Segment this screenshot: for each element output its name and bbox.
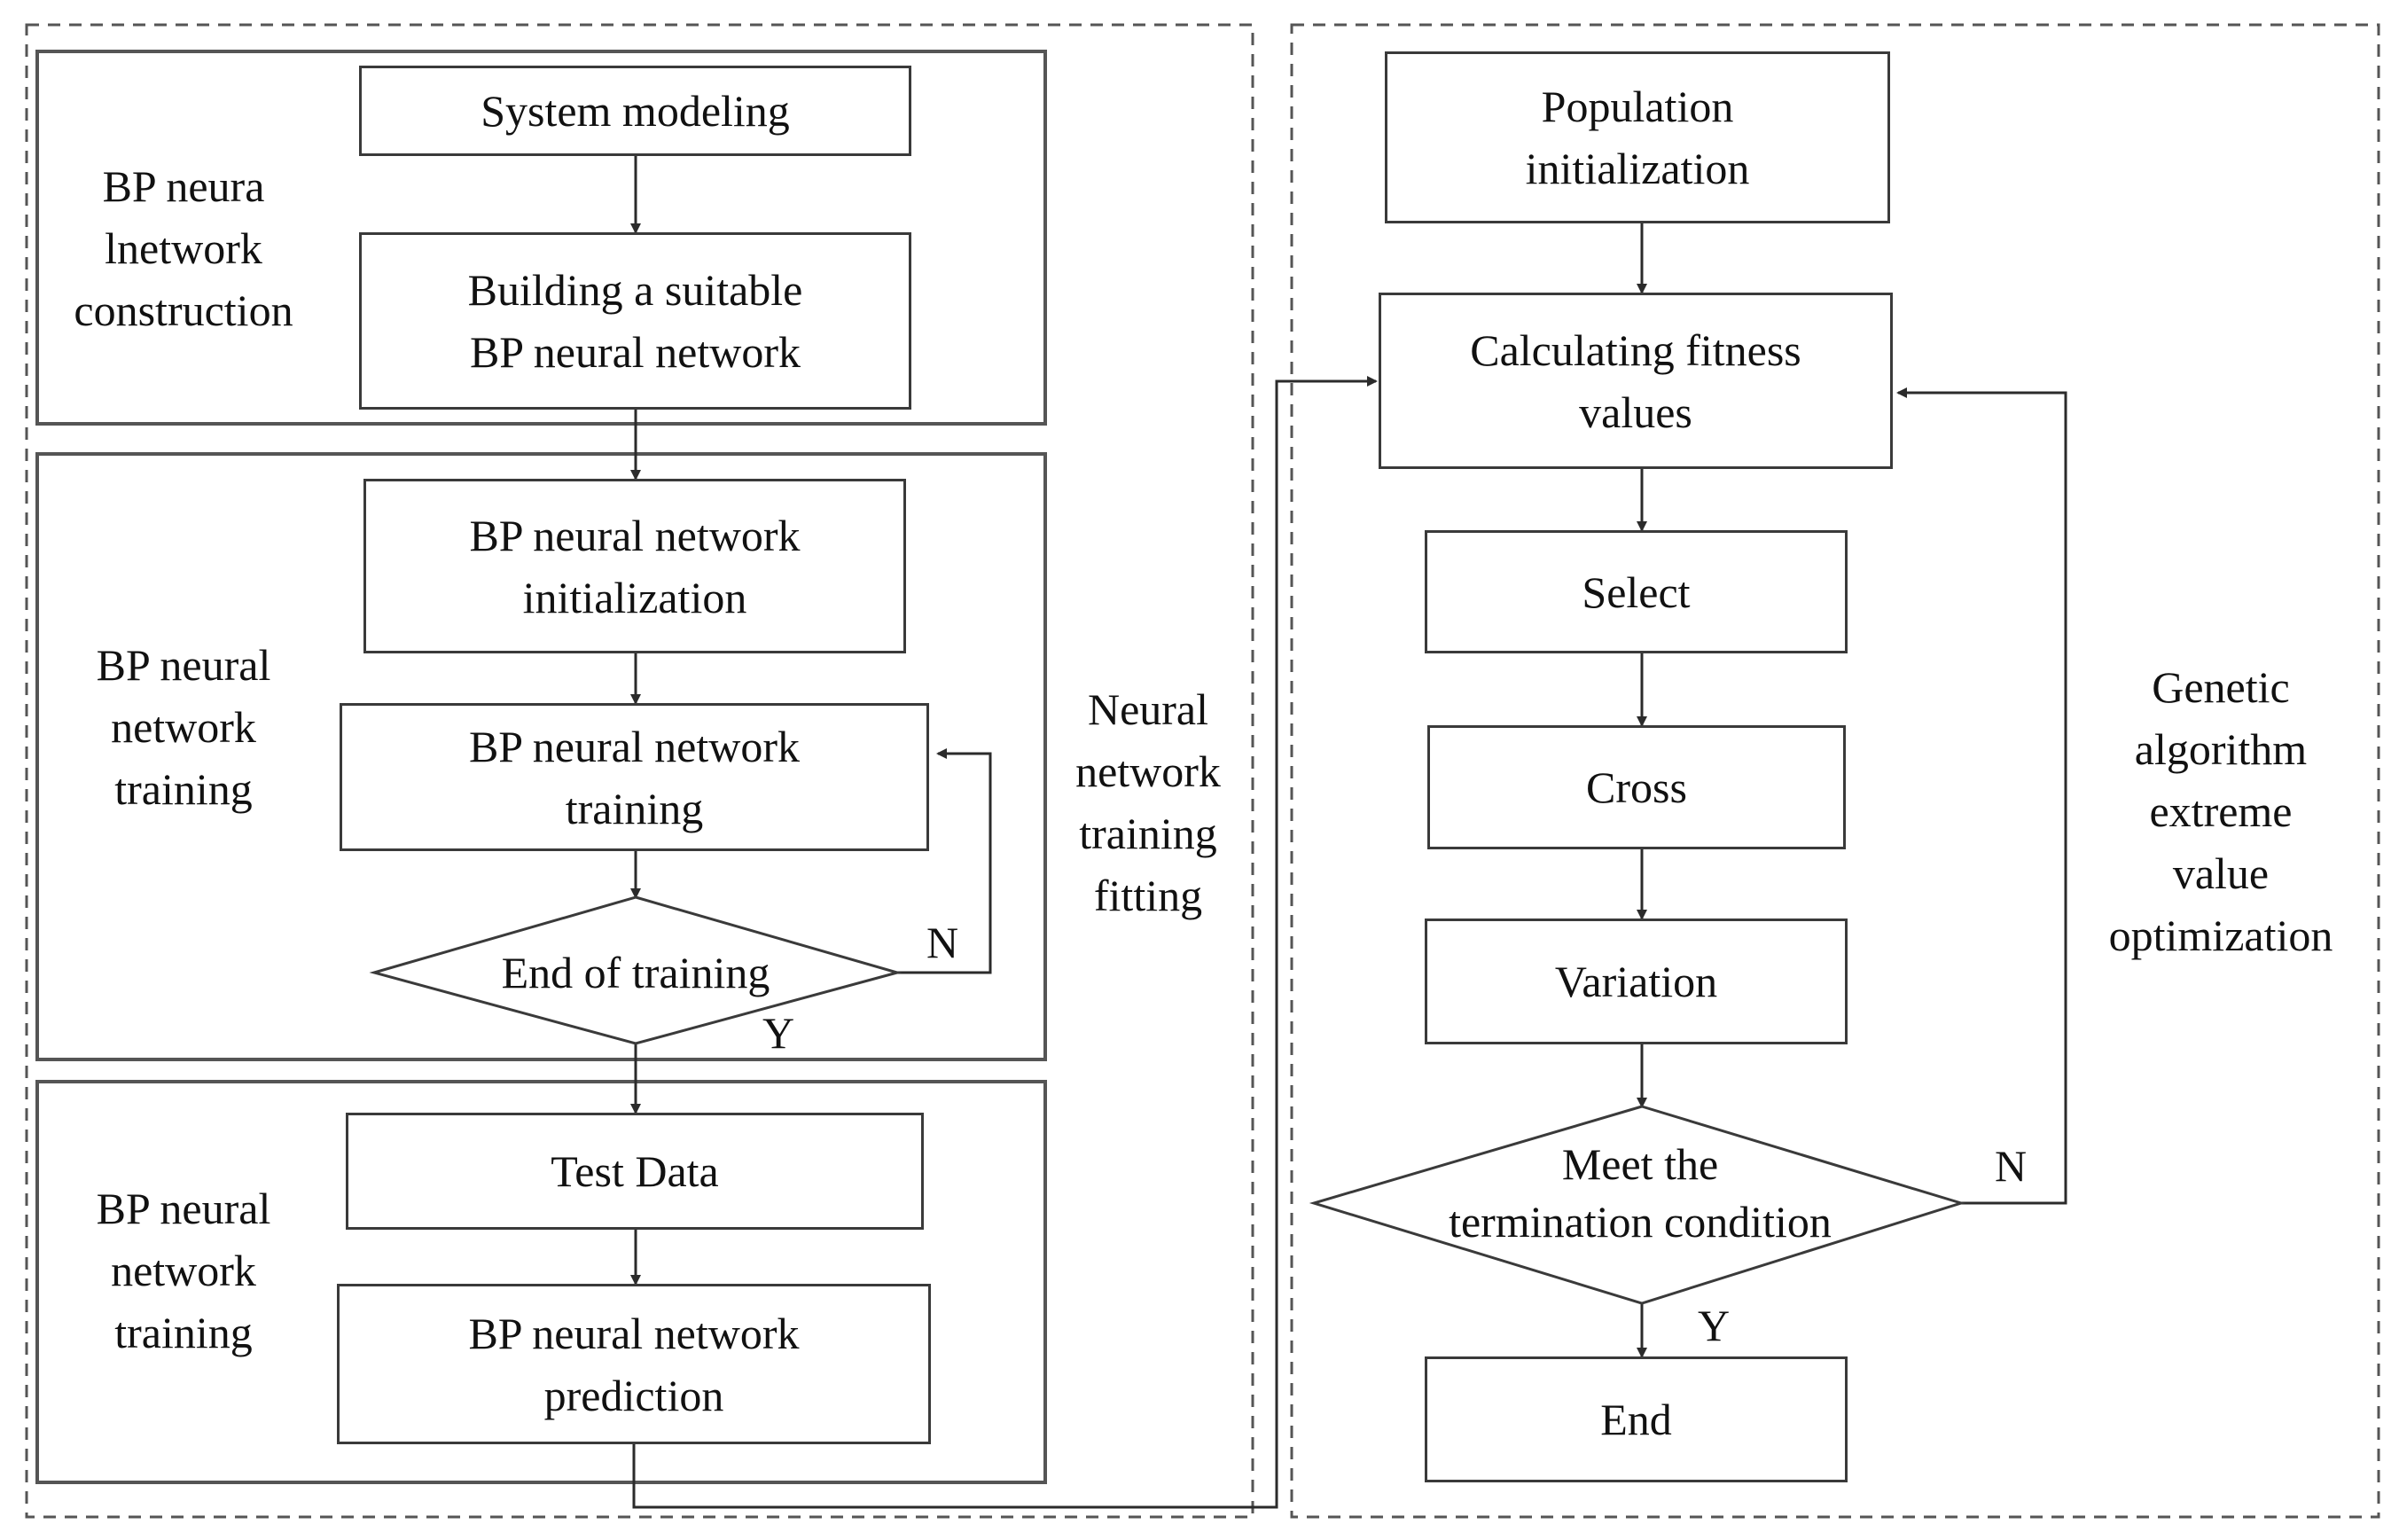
arrow-decision-no-loop bbox=[897, 748, 992, 974]
select-box: Select bbox=[1425, 530, 1848, 653]
section-training-frame bbox=[35, 452, 1047, 1061]
test-data-box: Test Data bbox=[346, 1113, 924, 1230]
genetic-algorithm-label: Genetic algorithm extreme value optimiza… bbox=[2108, 662, 2333, 960]
section-prediction-label: BP neural network training bbox=[96, 1184, 271, 1357]
termination-diamond bbox=[1309, 1105, 1966, 1305]
building-network-box: Building a suitable BP neural network bbox=[359, 232, 911, 410]
termination-condition-text: Meet the termination condition bbox=[1449, 1139, 1832, 1247]
arrow-termination-no-loop bbox=[1896, 387, 2067, 1205]
cross-box: Cross bbox=[1427, 725, 1846, 849]
end-box: End bbox=[1425, 1356, 1848, 1482]
termination-no-label: N bbox=[1995, 1141, 2028, 1191]
calculating-fitness-box: Calculating fitness values bbox=[1379, 293, 1893, 469]
variation-box: Variation bbox=[1425, 919, 1848, 1044]
right-panel-dashed-border bbox=[1290, 23, 2380, 1519]
training-yes-label: Y bbox=[762, 1008, 795, 1058]
termination-yes-label: Y bbox=[1698, 1301, 1731, 1350]
end-of-training-text: End of training bbox=[501, 947, 770, 997]
section-construction-frame bbox=[35, 50, 1047, 426]
arrow-prediction-to-fitness bbox=[632, 376, 1378, 1509]
system-modeling-box: System modeling bbox=[359, 66, 911, 156]
end-of-training-diamond bbox=[369, 895, 903, 1045]
population-initialization-box: Population initialization bbox=[1385, 51, 1890, 223]
section-training-label: BP neural network training bbox=[96, 640, 271, 814]
network-training-box: BP neural network training bbox=[340, 703, 929, 851]
neural-network-fitting-label: Neural network training fitting bbox=[1075, 684, 1221, 920]
left-panel-dashed-border bbox=[25, 23, 1254, 1519]
section-construction-label: BP neura lnetwork construction bbox=[74, 161, 293, 335]
training-no-label: N bbox=[926, 918, 959, 967]
network-initialization-box: BP neural network initialization bbox=[363, 479, 906, 653]
section-prediction-frame bbox=[35, 1080, 1047, 1484]
network-prediction-box: BP neural network prediction bbox=[337, 1284, 931, 1444]
